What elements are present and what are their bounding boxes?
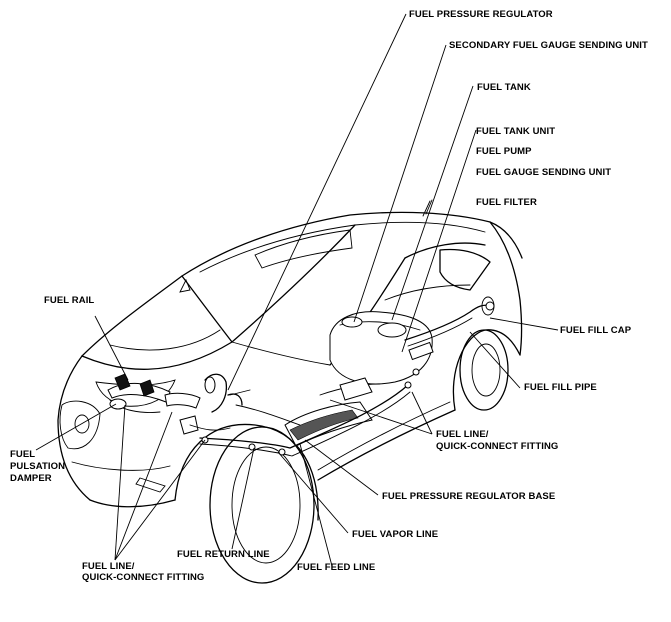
car-body xyxy=(57,199,523,584)
fuel-pulsation-damper xyxy=(109,398,127,410)
label-secondary-fuel-gauge-sending-unit: SECONDARY FUEL GAUGE SENDING UNIT xyxy=(449,40,648,51)
fuel-system-parts xyxy=(107,301,495,457)
callout-labels: FUEL PRESSURE REGULATOR SECONDARY FUEL G… xyxy=(10,9,648,583)
label-fuel-return-line: FUEL RETURN LINE xyxy=(177,549,270,560)
label-fuel-pulsation-damper-2: PULSATION xyxy=(10,461,65,472)
label-fuel-line-qcf-left-1: FUEL LINE/ xyxy=(82,561,135,572)
label-fuel-feed-line: FUEL FEED LINE xyxy=(297,562,375,573)
fuel-fill-cap xyxy=(485,301,495,311)
label-fuel-tank: FUEL TANK xyxy=(477,82,531,93)
label-fuel-pump: FUEL PUMP xyxy=(476,146,532,157)
label-fuel-fill-cap: FUEL FILL CAP xyxy=(560,325,632,336)
label-fuel-filter: FUEL FILTER xyxy=(476,197,537,208)
label-fuel-vapor-line: FUEL VAPOR LINE xyxy=(352,529,438,540)
label-fuel-pulsation-damper-3: DAMPER xyxy=(10,473,52,484)
label-fuel-gauge-sending-unit: FUEL GAUGE SENDING UNIT xyxy=(476,167,611,178)
label-fuel-pressure-regulator-base: FUEL PRESSURE REGULATOR BASE xyxy=(382,491,555,502)
label-fuel-fill-pipe: FUEL FILL PIPE xyxy=(524,382,597,393)
label-fuel-rail: FUEL RAIL xyxy=(44,295,94,306)
label-fuel-line-qcf-left-2: QUICK-CONNECT FITTING xyxy=(82,572,204,583)
leader-lines xyxy=(35,13,559,567)
label-fuel-line-qcf-right-1: FUEL LINE/ xyxy=(436,429,489,440)
label-fuel-pulsation-damper-1: FUEL xyxy=(10,449,35,460)
label-fuel-line-qcf-right-2: QUICK-CONNECT FITTING xyxy=(436,441,558,452)
label-fuel-pressure-regulator: FUEL PRESSURE REGULATOR xyxy=(409,9,553,20)
label-fuel-tank-unit: FUEL TANK UNIT xyxy=(476,126,555,137)
